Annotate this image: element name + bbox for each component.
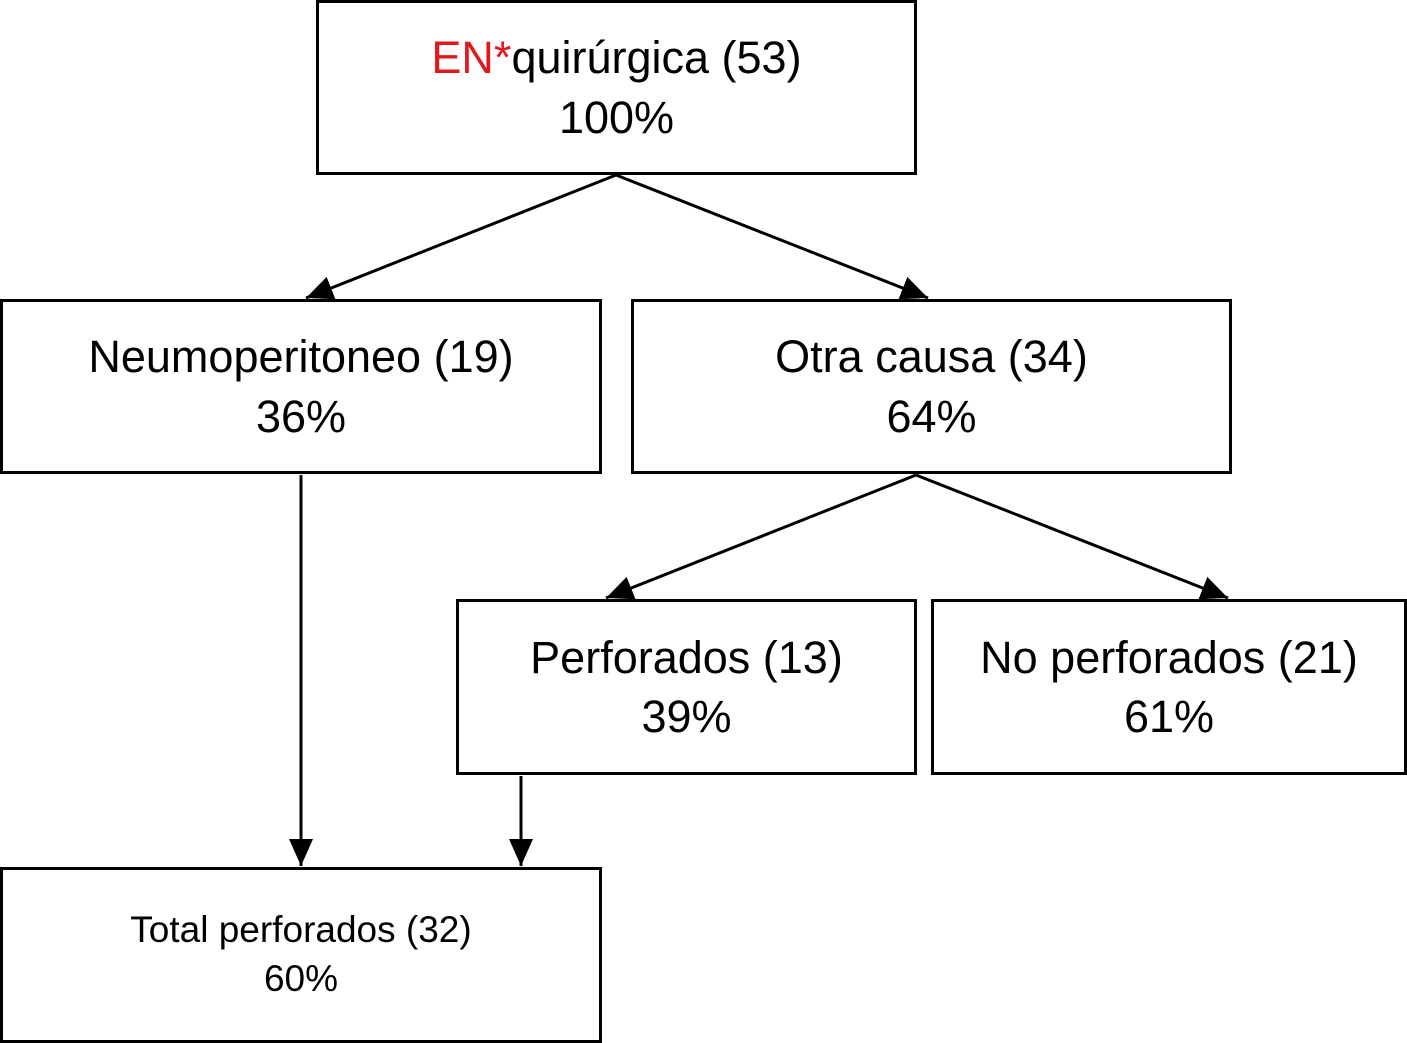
node-neumoperitoneo: Neumoperitoneo (19) 36% (0, 299, 602, 474)
node-neumoperitoneo-percent: 36% (255, 390, 347, 442)
node-perforados: Perforados (13) 39% (456, 599, 917, 775)
node-en-quirurgica-text: quirúrgica (53) (511, 32, 802, 84)
node-total-perforados-label: Total perforados (32) (130, 909, 472, 951)
node-perforados-label: Perforados (13) (530, 631, 843, 683)
node-otra-causa-label: Otra causa (34) (775, 331, 1088, 383)
arrow-otra-causa-to-no-perforados (915, 473, 1229, 600)
node-total-perforados-percent: 60% (263, 958, 339, 999)
node-en-quirurgica-percent: 100% (558, 91, 675, 143)
node-en-quirurgica-prefix: EN* (431, 32, 512, 84)
node-en-quirurgica: EN*quirúrgica (53) 100% (316, 0, 917, 175)
node-otra-causa: Otra causa (34) 64% (631, 299, 1232, 474)
node-no-perforados-percent: 61% (1123, 691, 1215, 742)
node-neumoperitoneo-label: Neumoperitoneo (19) (88, 331, 514, 383)
arrow-root-to-neumoperitoneo (305, 173, 617, 300)
arrow-root-to-otra-causa (615, 173, 929, 300)
node-en-quirurgica-label: EN*quirúrgica (53) (431, 28, 801, 87)
node-perforados-percent: 39% (641, 691, 732, 742)
arrow-otra-causa-to-perforados (605, 473, 917, 600)
node-no-perforados-label: No perforados (21) (980, 631, 1358, 683)
node-no-perforados: No perforados (21) 61% (931, 599, 1407, 775)
node-otra-causa-percent: 64% (886, 390, 977, 442)
node-total-perforados: Total perforados (32) 60% (0, 867, 602, 1043)
